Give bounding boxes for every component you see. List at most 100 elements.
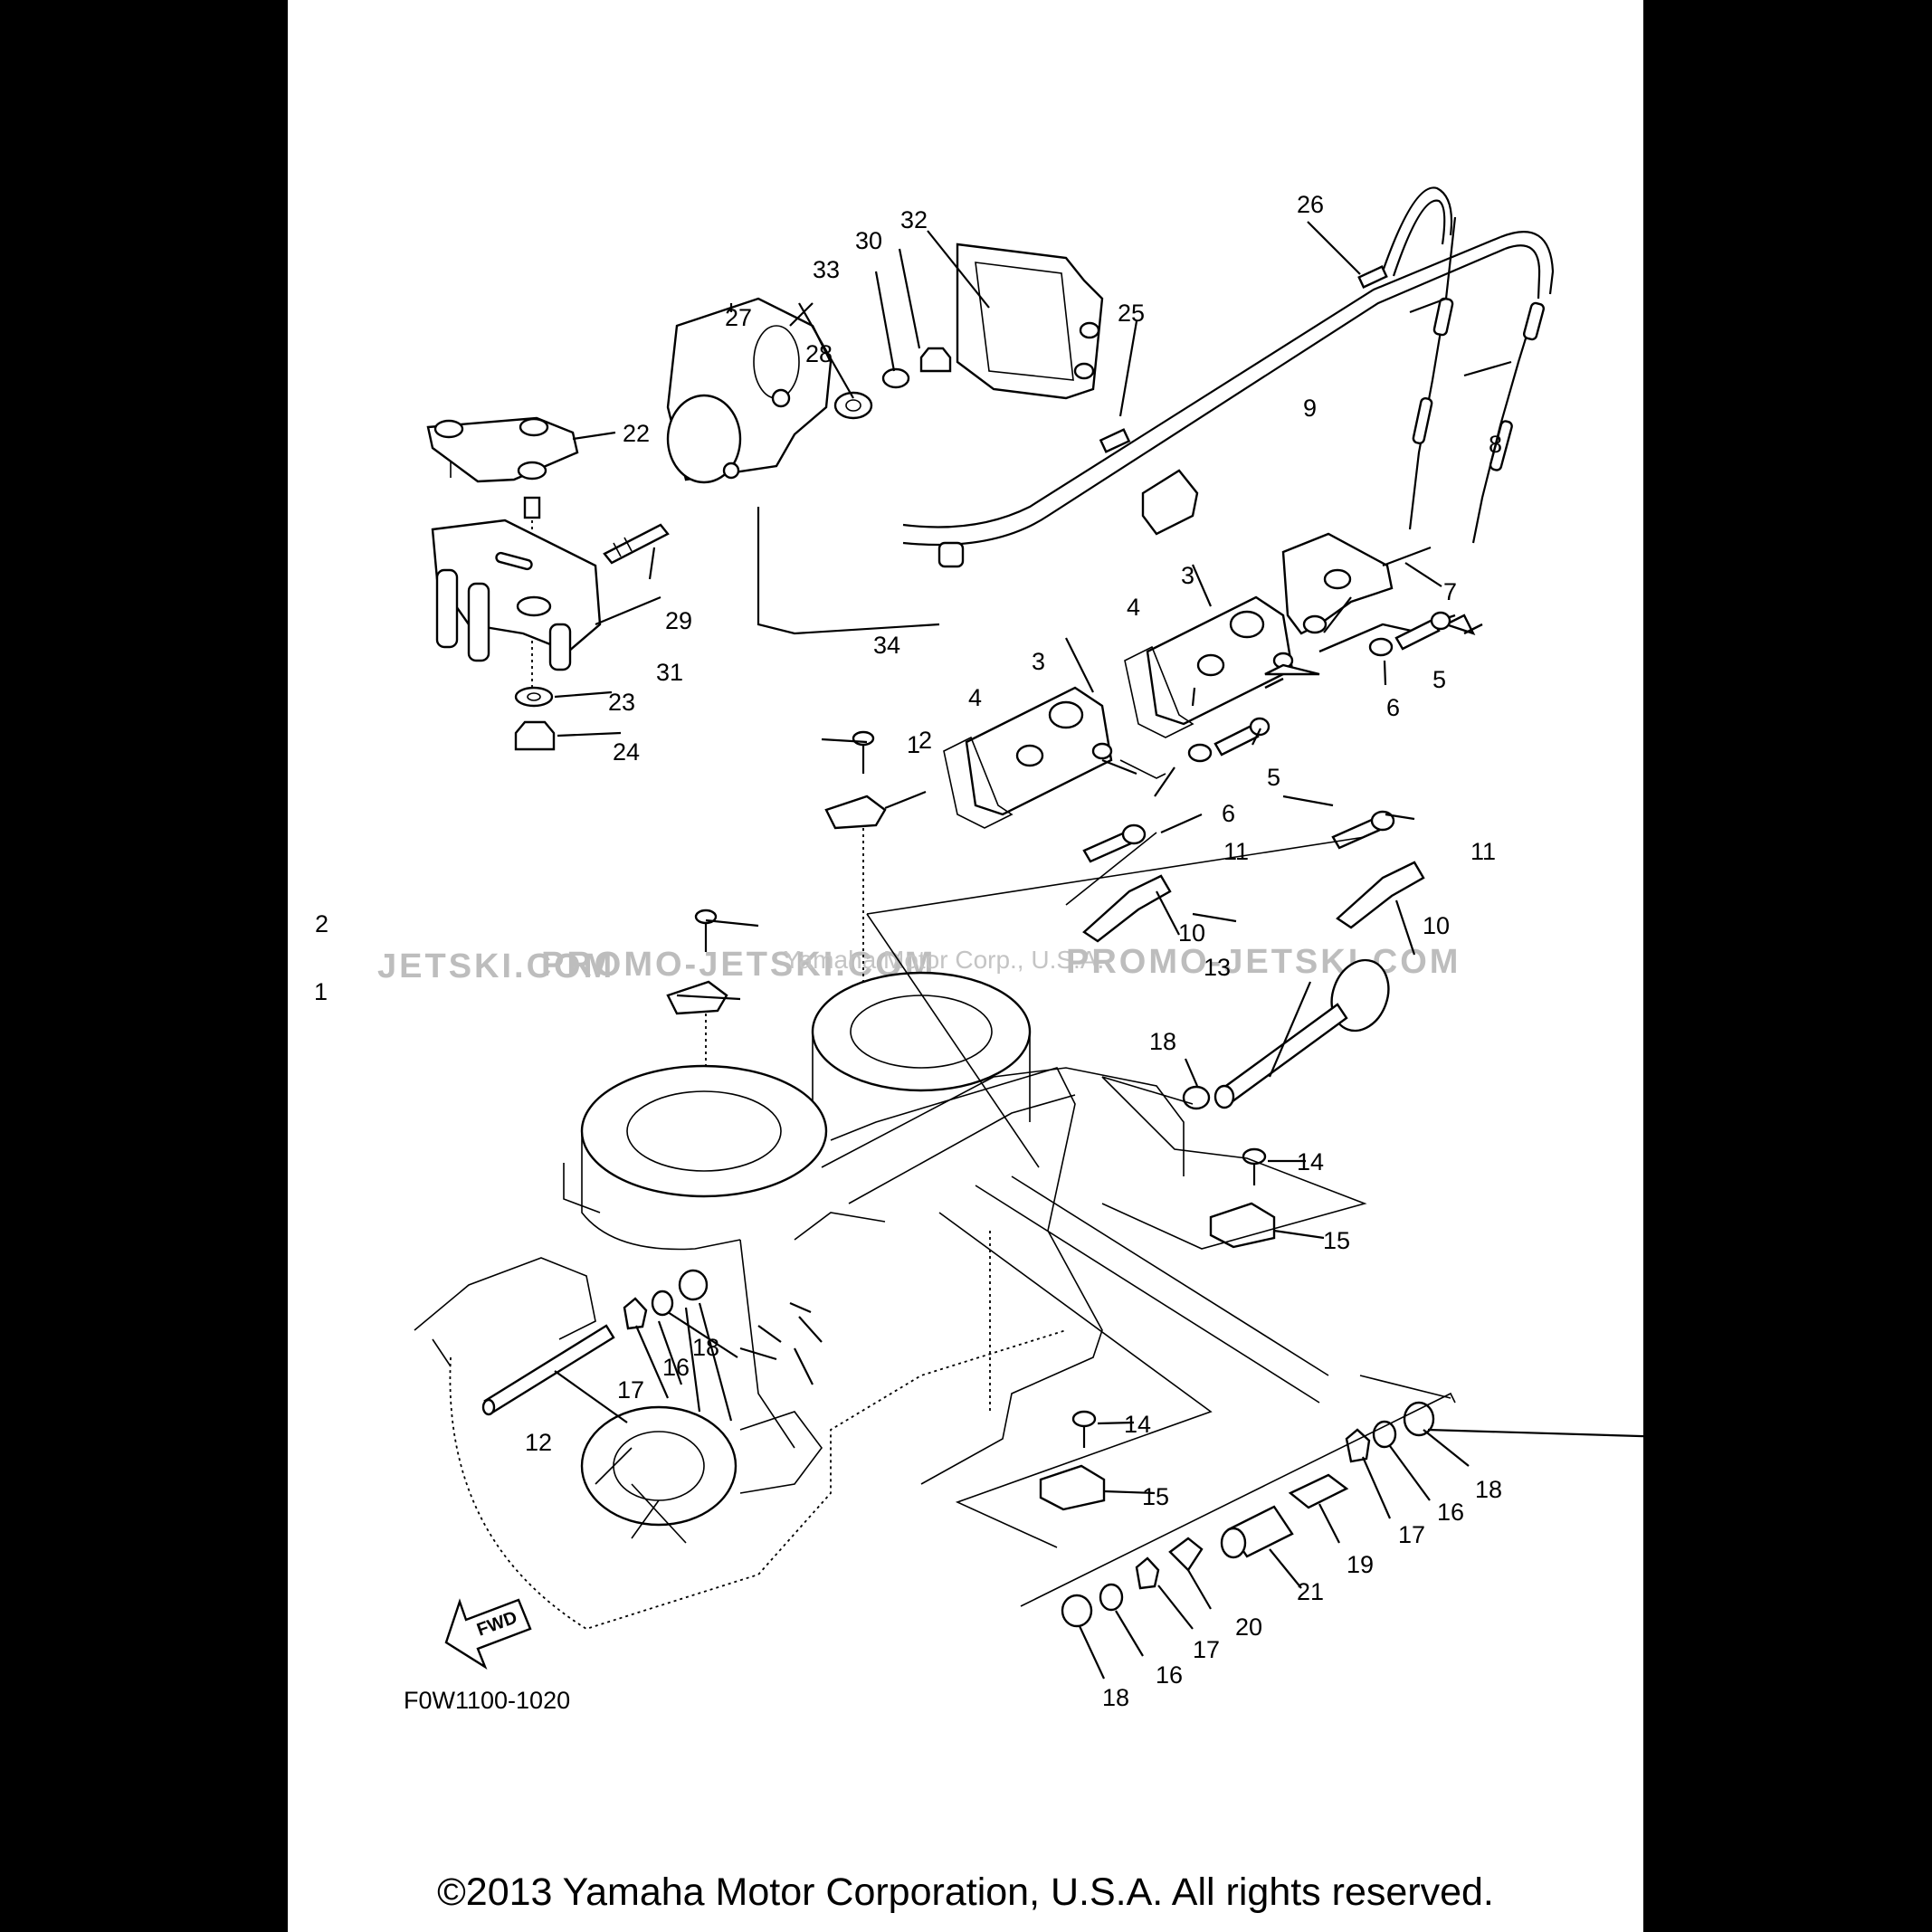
watermark-right: PROMO-JETSKI.COM [1066,943,1461,981]
cover-32 [956,243,1104,400]
housing-port [1048,700,1084,729]
watermark-center: Yamaha Motor Corp., U.S.A. [784,946,1104,974]
callout: 17 [617,1376,644,1404]
bracket-leg [467,582,490,662]
manifold [821,1067,1185,1176]
housing-screw [1091,742,1113,760]
cable-connector [1141,469,1199,536]
callout: 6 [1222,800,1235,827]
valve-housing-mid [1264,663,1320,676]
crank-spokes [595,1447,687,1544]
callout: 25 [1118,300,1145,327]
bolt-head [1430,611,1451,631]
plate-boss [433,419,464,439]
cable-clamp-25 [1099,428,1131,453]
callout: 14 [1124,1411,1151,1438]
left-small-parts [481,1269,709,1416]
shim [1463,623,1483,635]
bushing-18 [1182,1085,1211,1110]
plate-17 [1345,1428,1371,1463]
shaft-end [481,1398,496,1416]
washer-6 [1187,743,1213,763]
assembly-line-3 [1011,1175,1329,1376]
grommet-hole [845,399,861,412]
washer-16 [1099,1583,1124,1612]
clip-1 [666,980,728,1015]
block-outline-2 [739,1212,886,1449]
cylinder-bore-front [626,1090,782,1172]
plate-boss [519,417,549,437]
callout: 21 [1297,1578,1324,1605]
throttle-cable-9 [1408,216,1457,530]
cap-15 [1209,1202,1276,1249]
callout: 18 [692,1334,719,1361]
cable-adjuster [1522,301,1546,341]
bolt-5 [1394,618,1441,651]
callout: 31 [656,659,683,686]
bolt-14 [1071,1410,1097,1428]
crankcase-front [414,1257,596,1340]
callout: 15 [1142,1483,1169,1510]
screws-clips [666,730,887,1086]
assembly-guide-3 [1359,1375,1451,1399]
assembly-line-4 [975,1185,1320,1404]
callout: 12 [525,1429,552,1456]
sensor-cylinder [666,394,742,484]
callout: 18 [1102,1684,1129,1711]
nut-24 [514,720,556,751]
bracket-leg [435,568,459,649]
cylinder-block [414,832,1451,1630]
assembly-line [1065,832,1157,906]
cylinder-wall-front [581,1131,741,1251]
lever-10 [1082,874,1172,943]
callout: 6 [1386,694,1400,721]
housing-port [1015,744,1044,767]
lever-10 [1336,861,1425,929]
cylinder-top-front [580,1064,828,1198]
shaft-end [1213,1084,1235,1109]
shim [1264,663,1320,676]
callout: 10 [1423,912,1450,939]
cable-clamp-26 [1357,265,1388,289]
cap-15 [1039,1464,1106,1511]
bolt-head [1121,823,1147,845]
gasket-4 [1124,645,1194,738]
bolt-5 [1213,724,1260,757]
watermark: JETSKI.COM PROMO-JETSKI.COM Yamaha Motor… [377,943,1461,985]
callout: 17 [1398,1521,1425,1548]
callout: 1 [314,978,328,1005]
valve-housing-b [1463,623,1483,635]
callout: 16 [662,1354,690,1381]
callout: 14 [1297,1148,1324,1175]
callout: 33 [813,256,840,283]
levers-10-11 [1082,810,1425,943]
gasket-4b [943,736,1014,829]
plate-boss [517,461,547,481]
callout: 4 [1127,594,1140,621]
crank-flange [580,1405,738,1527]
callout: 24 [613,738,640,766]
bracket-hole [516,595,552,617]
sensor-screw [722,462,740,480]
block-outline [563,1067,1103,1485]
cable-top-loop [1381,186,1453,272]
watermark-left: JETSKI.COM [377,947,614,985]
crankcase-lip [432,1338,452,1367]
valve-housing-a [1264,677,1284,690]
callout: 2 [918,727,932,754]
housing-port [1229,610,1265,639]
valve-housing-right [1124,595,1294,738]
cover-tab-hole [1073,362,1095,380]
lever-hole [1302,614,1328,634]
callout: 16 [1156,1661,1183,1689]
screw-2 [852,730,875,747]
callout: 27 [725,304,752,331]
cover-window [975,262,1074,381]
hose [757,507,940,635]
shaft-disc [1330,958,1390,1033]
leader [1119,759,1166,779]
callout: 28 [805,340,833,367]
callout: 32 [900,206,928,233]
washer-23 [514,686,554,708]
exploded-parts-diagram: JETSKI.COM PROMO-JETSKI.COM Yamaha Motor… [314,186,1643,1714]
